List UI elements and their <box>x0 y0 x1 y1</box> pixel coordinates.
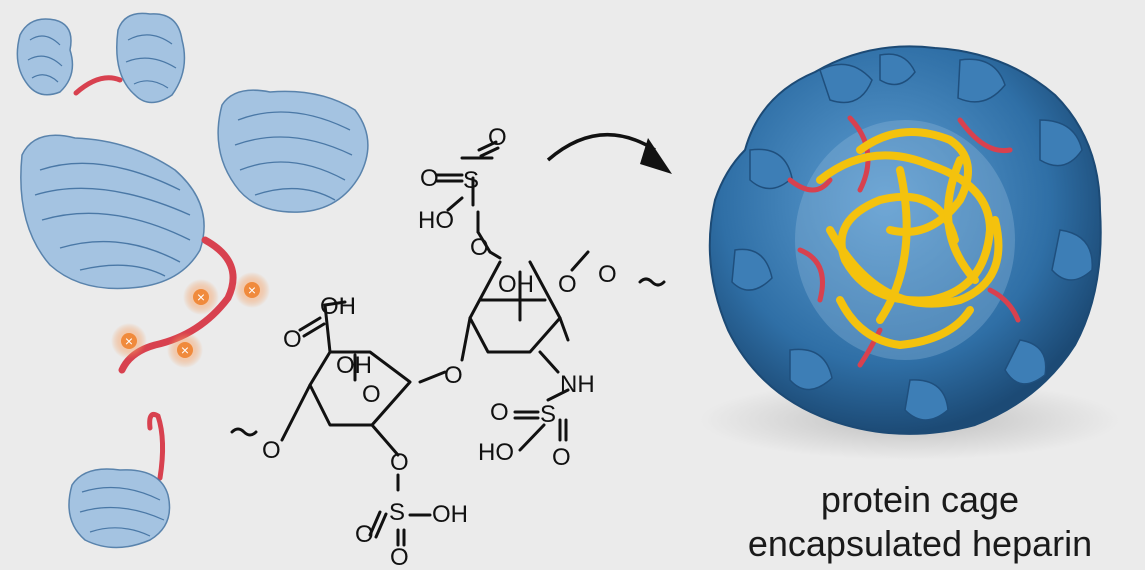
caption-line-1: protein cage <box>820 479 1020 520</box>
protein-3 <box>217 89 369 213</box>
caption-line-2: encapsulated heparin <box>747 523 1093 564</box>
svg-text:NH: NH <box>560 371 595 398</box>
svg-text:O: O <box>262 437 281 464</box>
svg-text:S: S <box>389 499 405 526</box>
svg-text:HO: HO <box>478 439 514 466</box>
svg-text:O: O <box>355 521 374 548</box>
protein-1 <box>16 18 74 96</box>
svg-text:×: × <box>125 333 133 349</box>
svg-text:O: O <box>488 124 507 151</box>
positive-charge-3: × <box>111 323 147 359</box>
svg-text:HO: HO <box>418 207 454 234</box>
svg-text:O: O <box>362 381 381 408</box>
svg-text:O: O <box>390 449 409 476</box>
svg-text:OH: OH <box>336 352 372 379</box>
svg-text:O: O <box>598 261 617 288</box>
svg-text:×: × <box>181 342 189 358</box>
reaction-arrow <box>546 132 672 174</box>
svg-text:×: × <box>197 289 205 305</box>
heparin-strand-1 <box>73 75 123 96</box>
positive-charge-2: × <box>234 272 270 308</box>
protein-cage <box>700 45 1120 460</box>
svg-text:OH: OH <box>432 501 468 528</box>
svg-text:O: O <box>490 399 509 426</box>
svg-text:O: O <box>558 271 577 298</box>
structure-labels: O O S HO O OH O O NH O S O HO O OH O OH … <box>262 124 617 570</box>
protein-4 <box>20 134 205 290</box>
svg-text:OH: OH <box>320 293 356 320</box>
svg-text:OH: OH <box>498 271 534 298</box>
svg-text:S: S <box>540 401 556 428</box>
positive-charge-4: × <box>167 332 203 368</box>
protein-5 <box>68 468 171 549</box>
protein-2 <box>116 12 186 104</box>
svg-text:O: O <box>283 326 302 353</box>
svg-text:O: O <box>444 362 463 389</box>
svg-text:O: O <box>552 444 571 471</box>
svg-text:S: S <box>463 167 479 194</box>
svg-text:O: O <box>420 165 439 192</box>
heparin-strand-3 <box>147 412 166 481</box>
positive-charge-1: × <box>183 279 219 315</box>
svg-text:×: × <box>248 282 256 298</box>
heparin-structure <box>230 140 666 547</box>
encapsulated-heparin-strands <box>787 115 1021 368</box>
svg-text:O: O <box>390 544 409 570</box>
svg-text:O: O <box>470 234 489 261</box>
